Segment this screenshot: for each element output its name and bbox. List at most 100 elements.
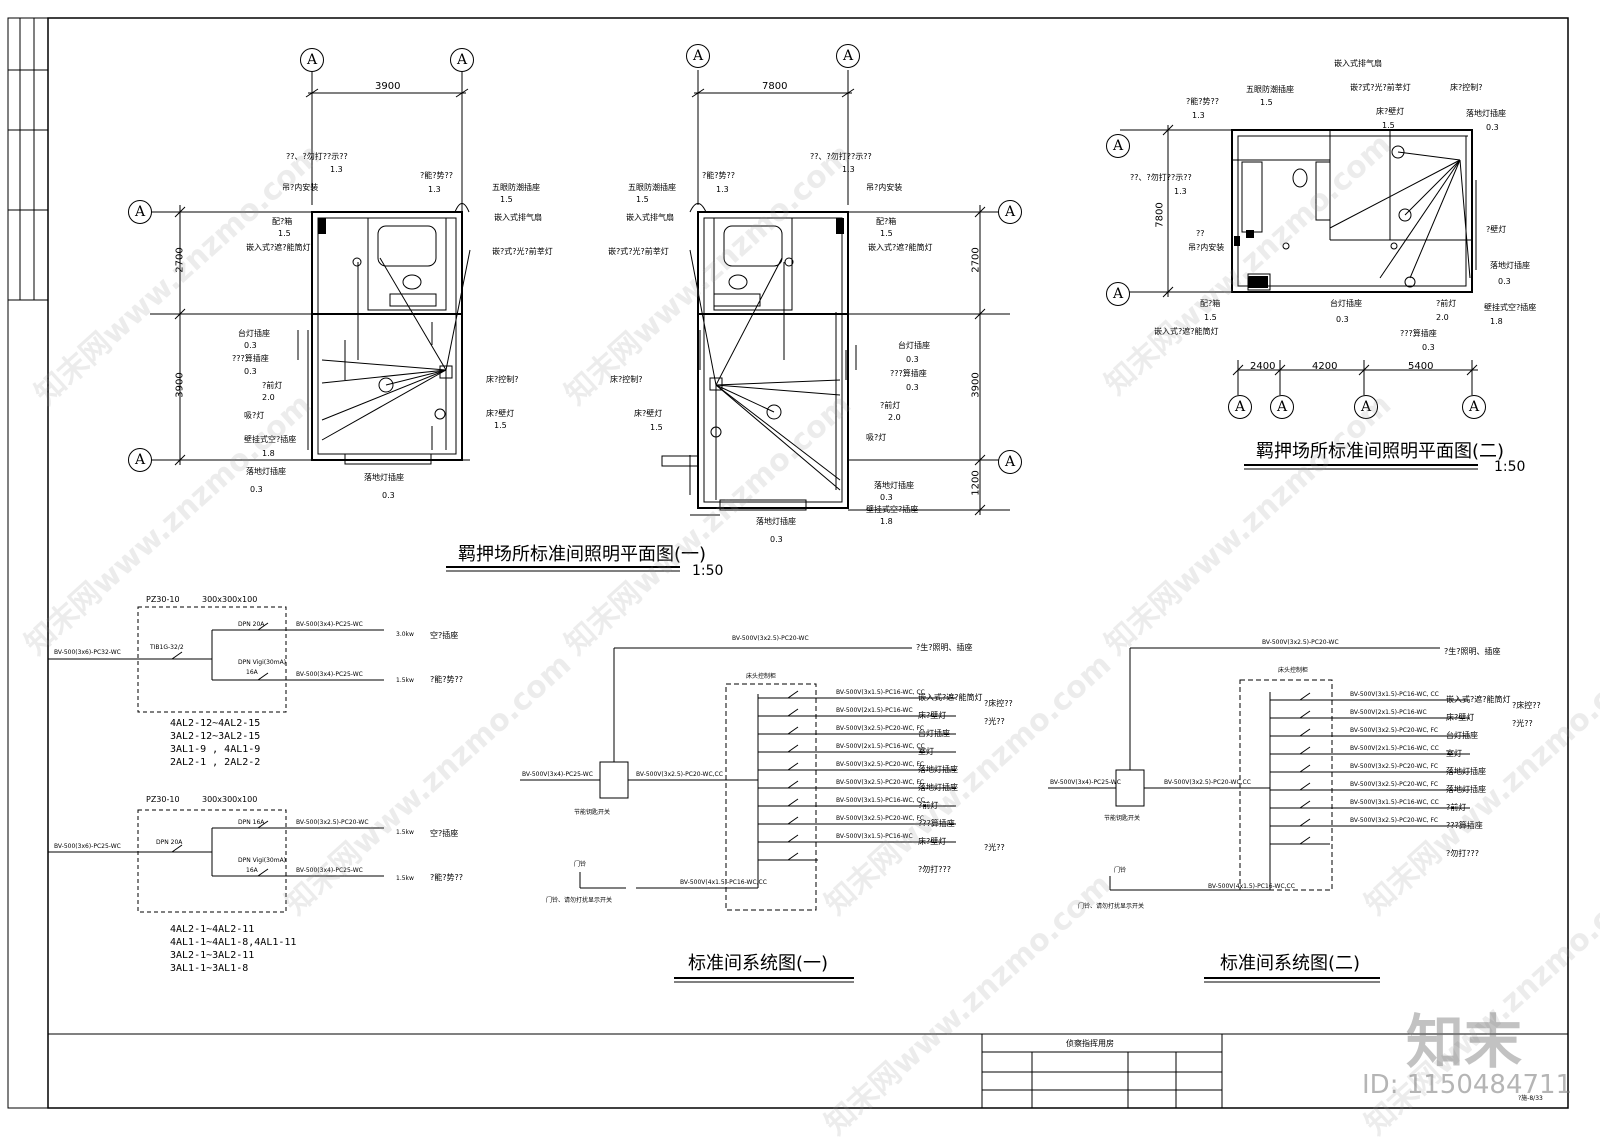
- axis-bubble: A: [1270, 395, 1294, 419]
- fixture-label: 1.8: [880, 517, 893, 526]
- fixture-label: 1.3: [842, 165, 855, 174]
- fixture-label: 落地灯插座: [1490, 261, 1530, 270]
- dimension-label: 7800: [1154, 202, 1166, 228]
- circuit-destination: 床?壁灯: [918, 711, 947, 720]
- panel-model: PZ30-10: [146, 595, 180, 604]
- fixture-label: 五眼防潮插座: [492, 183, 540, 192]
- axis-bubble: A: [686, 44, 710, 68]
- fixture-label: 1.3: [716, 185, 729, 194]
- fixture-label: 1.8: [262, 449, 275, 458]
- cable-label: BV-500V(3x2.5)-PC20-WC,CC: [636, 771, 723, 778]
- fixture-label: ???算插座: [232, 354, 269, 363]
- circuit-cable: BV-500V(3x1.5)-PC16-WC, CC: [1350, 799, 1439, 806]
- sys2-title: 标准间系统图(二): [1220, 953, 1361, 974]
- breaker-symbol: [787, 852, 799, 861]
- fixture-label: 嵌入式?遮?能筒灯: [246, 243, 311, 252]
- fixture-label: 吊?内安装: [282, 183, 319, 192]
- breaker-symbol: [1299, 728, 1311, 737]
- dimension-label: 2700: [174, 247, 186, 273]
- plan1-scale: 1:50: [692, 563, 724, 579]
- circuit-cable: BV-500V(3x2.5)-PC20-WC, FC: [836, 761, 925, 768]
- dimension-label: 3900: [375, 81, 401, 92]
- circuit-cable: BV-500V(2x1.5)-PC16-WC, CC: [1350, 745, 1439, 752]
- fixture-label: ?能?势??: [1186, 97, 1219, 106]
- fixture-label: 0.3: [1422, 343, 1435, 352]
- load-name: ?能?势??: [430, 675, 463, 684]
- fixture-label: 吸?灯: [866, 433, 887, 442]
- circuit-cable: BV-500V(2x1.5)-PC16-WC: [1350, 709, 1427, 716]
- fixture-label: 床?控制?: [1450, 83, 1483, 92]
- fixture-label: 0.3: [880, 493, 893, 502]
- dimension-label: 3900: [174, 372, 186, 398]
- circuit-destination: ?前灯: [1446, 803, 1467, 812]
- load-kw: 1.5kw: [396, 875, 414, 882]
- circuit-destination: 落地灯插座: [1446, 785, 1486, 794]
- axis-bubble: A: [128, 448, 152, 472]
- breaker-symbol: [1299, 692, 1311, 701]
- feed-cable: BV-500(3x6)-PC25-WC: [54, 843, 121, 850]
- fixture-label: 0.3: [770, 535, 783, 544]
- fixture-label: 0.3: [1498, 277, 1511, 286]
- fixture-label: ???算插座: [1400, 329, 1437, 338]
- plan2-title: 羁押场所标准间照明平面图(二): [1256, 441, 1505, 462]
- panel-ref: 2AL2-1 , 2AL2-2: [170, 757, 261, 768]
- circuit-destination: 室灯: [918, 747, 934, 756]
- breaker-symbol: [787, 726, 799, 735]
- load-kw: 1.5kw: [396, 829, 414, 836]
- circuit-destination: ?勿打???: [1446, 849, 1479, 858]
- breaker-symbol: [787, 744, 799, 753]
- fixture-label: 壁挂式空?插座: [1484, 303, 1537, 312]
- circuit-cable: BV-500(3x4)-PC25-WC: [296, 867, 363, 874]
- circuit-destination: ?前灯: [918, 801, 939, 810]
- plan2-scale: 1:50: [1494, 459, 1526, 475]
- panel-size: 300x300x100: [202, 795, 258, 804]
- fixture-label: 1.3: [428, 185, 441, 194]
- fixture-label: 床?壁灯: [634, 409, 663, 418]
- circuit-note: ?光??: [984, 843, 1005, 852]
- fixture-label: 壁挂式空?插座: [244, 435, 297, 444]
- fixture-label: 床?控制?: [486, 375, 519, 384]
- fixture-label: 床?控制?: [610, 375, 643, 384]
- circuit-cable: BV-500V(2x1.5)-PC16-WC, CC: [836, 743, 925, 750]
- panel-ref: 3AL1-1~3AL1-8: [170, 963, 249, 974]
- circuit-cable: BV-500V(3x1.5)-PC16-WC, CC: [1350, 691, 1439, 698]
- fixture-label: 床?壁灯: [1376, 107, 1405, 116]
- circuit-destination: 台灯插座: [918, 729, 950, 738]
- key-switch-label: 节能钥匙开关: [1104, 815, 1141, 822]
- fixture-label: 1.3: [330, 165, 343, 174]
- cable-label: BV-500V(3x4)-PC25-WC: [1050, 779, 1121, 786]
- fixture-label: 1.3: [1192, 111, 1205, 120]
- breaker: DPN Vigi(30mA): [238, 659, 287, 666]
- cable-label: BV-500V(4x1.5)-PC16-WC,CC: [1208, 883, 1295, 890]
- fixture-label: ??、?勿打??示??: [286, 152, 348, 161]
- fixture-label: 2.0: [1436, 313, 1449, 322]
- circuit-cable: BV-500V(3x2.5)-PC20-WC, FC: [1350, 763, 1439, 770]
- breaker-symbol: [787, 762, 799, 771]
- axis-bubble: A: [1228, 395, 1252, 419]
- circuit-destination: 床?壁灯: [1446, 713, 1475, 722]
- fixture-label: ??: [1196, 229, 1205, 238]
- panel-ref: 4AL2-1~4AL2-11: [170, 924, 255, 935]
- fixture-label: ?前灯: [880, 401, 901, 410]
- fixture-label: ???算插座: [890, 369, 927, 378]
- circuit-destination: 嵌入式?遮?能筒灯: [1446, 695, 1511, 704]
- circuit-destination: 落地灯插座: [918, 765, 958, 774]
- breaker-symbol: [787, 798, 799, 807]
- fixture-label: ?能?势??: [420, 171, 453, 180]
- fixture-label: 1.5: [636, 195, 649, 204]
- fixture-label: 1.5: [494, 421, 507, 430]
- fixture-label: 1.5: [278, 229, 291, 238]
- fixture-label: 0.3: [250, 485, 263, 494]
- breaker: DPN 16A: [238, 819, 265, 826]
- panel-ref: 3AL1-9 , 4AL1-9: [170, 744, 261, 755]
- load-kw: 3.0kw: [396, 631, 414, 638]
- circuit-destination: ???算插座: [1446, 821, 1483, 830]
- dimension-label: 3900: [970, 372, 982, 398]
- cabinet-label: 床头控制柜: [1278, 667, 1309, 674]
- doorbell-switch-label: 门铃、请勿打扰显示开关: [546, 897, 613, 904]
- breaker-symbol: [787, 690, 799, 699]
- circuit-destination: 室灯: [1446, 749, 1462, 758]
- circuit-note: ?床控??: [1512, 701, 1541, 710]
- fixture-label: 0.3: [906, 355, 919, 364]
- fixture-label: 0.3: [244, 367, 257, 376]
